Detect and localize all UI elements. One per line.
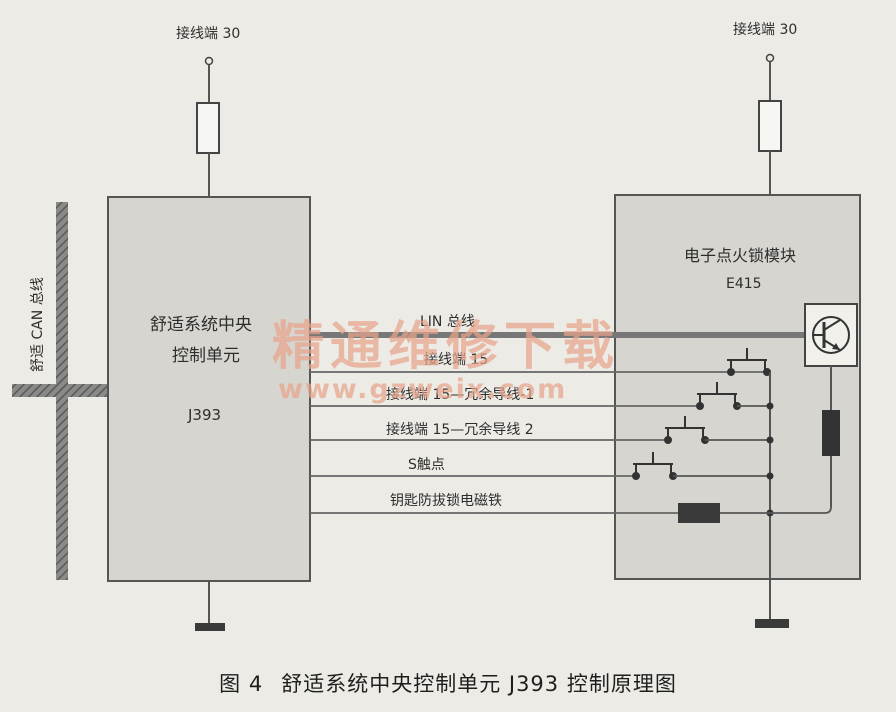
fuse-left [196,102,220,154]
wire-label-15: 接线端 15 [424,351,488,368]
resistor [822,410,840,456]
watermark-url: www.gzweix.com [278,374,567,405]
j393-name-line1: 舒适系统中央 [150,315,252,335]
switch-s-contact [632,452,677,480]
ground-left [195,623,225,631]
terminal-30-right-label: 接线端 30 [733,21,797,38]
can-bus-label: 舒适 CAN 总线 [30,277,46,372]
ground-right [755,619,789,628]
watermark-title: 精通维修下载 [272,317,620,377]
terminal-30-right [765,53,775,63]
control-unit-j393 [107,196,311,582]
j393-code: J393 [187,406,221,424]
figure-caption: 图 4 舒适系统中央控制单元 J393 控制原理图 [0,668,896,698]
j393-name-line2: 控制单元 [172,346,240,366]
figure-number: 图 4 [219,672,264,696]
wire-label-redundant-2: 接线端 15—冗余导线 2 [386,421,534,438]
switch-redundant-1 [696,382,741,410]
figure-title: 舒适系统中央控制单元 J393 控制原理图 [281,672,677,696]
wire-label-s-contact: S触点 [408,457,445,473]
wire-label-lin: LIN 总线 [420,314,475,330]
key-lock-solenoid [678,503,720,523]
e415-name: 电子点火锁模块 [684,246,796,265]
switch-redundant-2 [664,416,709,444]
e415-code: E415 [726,276,762,292]
ignition-lock-module-e415 [614,194,861,580]
fuse-right [758,100,782,152]
terminal-30-left-label: 接线端 30 [176,25,240,42]
wire-label-redundant-1: 接线端 15—冗余导线-1 [386,386,534,403]
can-bus-horizontal [12,384,110,397]
wire-label-solenoid: 钥匙防拔锁电磁铁 [390,493,502,509]
terminal-30-left [204,56,214,66]
